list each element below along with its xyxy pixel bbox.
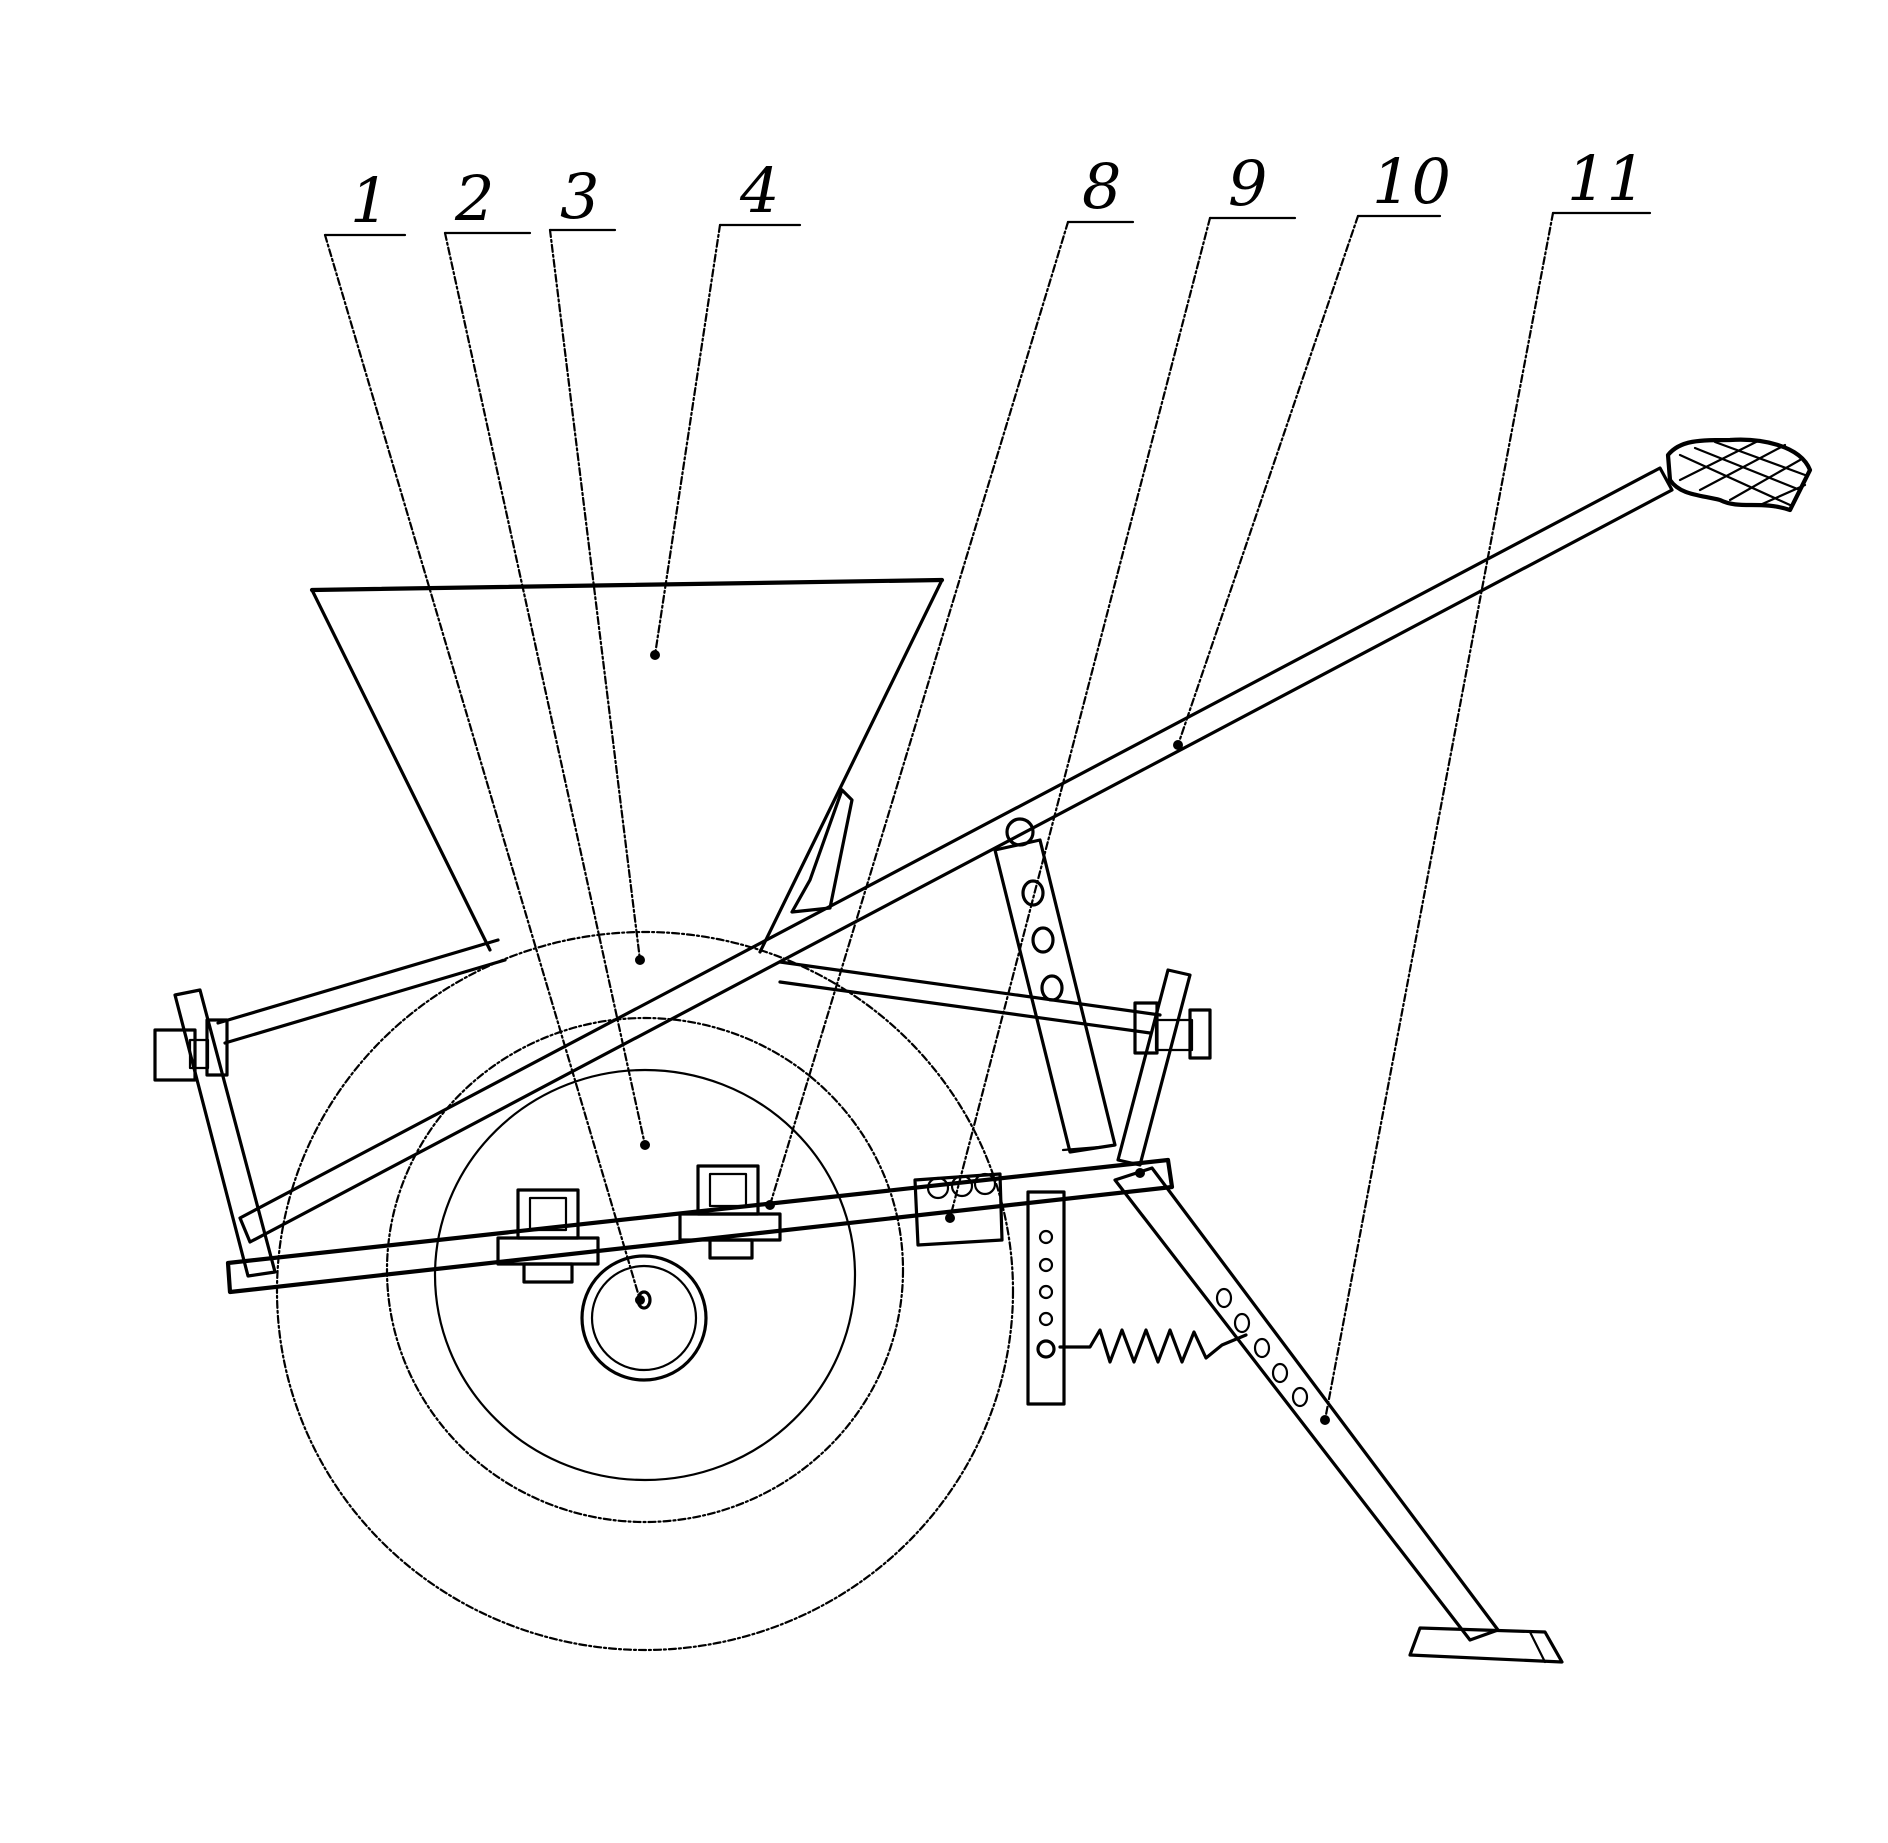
leader-lines <box>323 211 1652 1425</box>
wheel-disc <box>433 1068 857 1482</box>
furrow-opener <box>1113 1166 1564 1664</box>
adjust-bracket <box>913 1172 1004 1247</box>
callout-8: 8 <box>1082 150 1121 223</box>
spring-icon <box>1058 1328 1248 1364</box>
callout-1: 1 <box>350 164 389 237</box>
callout-2: 2 <box>454 162 494 235</box>
callout-9: 9 <box>1228 147 1267 220</box>
wheel-rim <box>385 1016 905 1524</box>
support-strut <box>993 838 1117 1154</box>
axle-hub-inner <box>590 1264 698 1372</box>
handle-grip-icon <box>1665 437 1813 513</box>
wheel-tire-outer <box>275 930 1015 1652</box>
cross-rod <box>216 938 1162 1045</box>
ground-wheel <box>275 930 1015 1652</box>
depth-bar <box>1026 1190 1066 1406</box>
callout-4: 4 <box>739 154 779 227</box>
axle-hub-outer <box>580 1254 708 1382</box>
push-handle <box>238 466 1674 1244</box>
seed-hopper <box>309 577 945 954</box>
hopper-bracket <box>790 788 854 914</box>
callout-10: 10 <box>1372 145 1451 218</box>
mount-block-right <box>678 1164 782 1260</box>
mount-block-left <box>496 1188 600 1284</box>
callout-labels: 1 2 3 4 8 9 10 11 <box>350 142 1646 237</box>
callout-3: 3 <box>560 160 599 233</box>
right-frame-post <box>1116 968 1212 1167</box>
left-frame-post <box>153 988 277 1278</box>
callout-11: 11 <box>1567 142 1646 215</box>
